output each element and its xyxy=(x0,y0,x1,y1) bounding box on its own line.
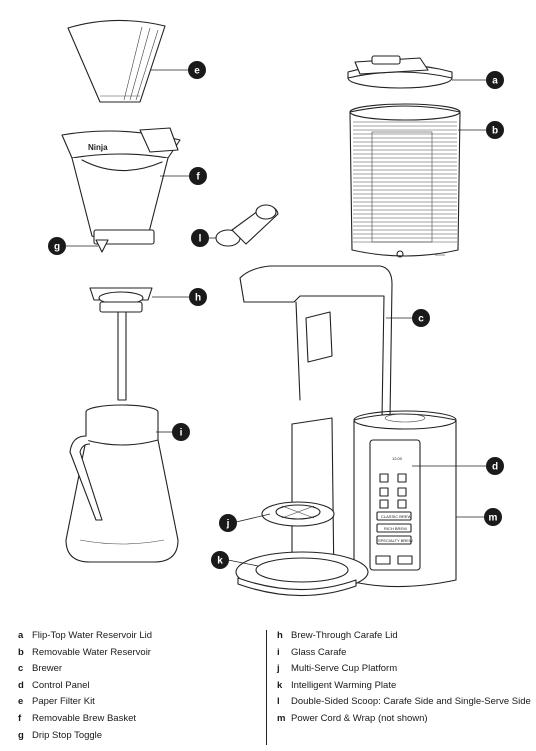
callout-b: b xyxy=(486,121,504,139)
legend-letter: f xyxy=(18,712,22,724)
legend-letter: c xyxy=(18,663,24,675)
legend-label: Intelligent Warming Plate xyxy=(291,679,397,691)
legend-label: Brew-Through Carafe Lid xyxy=(291,630,398,641)
legend-label: Paper Filter Kit xyxy=(32,696,95,708)
water-reservoir-illustration xyxy=(349,103,461,258)
legend-label: Multi-Serve Cup Platform xyxy=(291,663,398,675)
brewer-illustration: 12:00 CLASSIC BREW RICH BREW SPECIALTY B… xyxy=(235,265,457,597)
button-mug[interactable] xyxy=(397,487,407,497)
callout-l: l xyxy=(191,229,209,247)
legend-label: Power Cord & Wrap (not shown) xyxy=(291,712,428,724)
paper-filter-illustration xyxy=(67,19,166,103)
button-ready[interactable] xyxy=(379,473,389,483)
scoop-illustration xyxy=(215,204,279,247)
carafe-lid-illustration xyxy=(89,287,153,401)
legend-letter: l xyxy=(277,696,280,708)
legend-item-c: c Brewer xyxy=(18,661,258,678)
legend-label: Removable Water Reservoir xyxy=(32,646,151,658)
callout-d: d xyxy=(486,457,504,475)
legend-letter: a xyxy=(18,630,24,641)
display-time: 12:00 xyxy=(392,456,403,461)
button-carafe[interactable] xyxy=(397,499,407,509)
callout-j: j xyxy=(219,514,237,532)
legend-item-k: k Intelligent Warming Plate xyxy=(277,678,532,695)
legend-letter: m xyxy=(277,712,286,724)
callout-h: h xyxy=(189,288,207,306)
button-travel[interactable] xyxy=(379,499,389,509)
legend-letter: i xyxy=(277,646,280,658)
legend-letter: e xyxy=(18,696,24,708)
svg-text:f: f xyxy=(196,172,200,183)
legend-item-e: e Paper Filter Kit xyxy=(18,694,258,711)
legend-right-column: h Brew-Through Carafe Lid i Glass Carafe j… xyxy=(277,628,532,728)
svg-text:h: h xyxy=(195,293,201,304)
button-delay[interactable] xyxy=(397,473,407,483)
glass-carafe-illustration xyxy=(65,404,179,563)
callout-a: a xyxy=(486,71,504,89)
svg-text:c: c xyxy=(418,314,424,325)
legend-item-l: l Double-Sided Scoop: Carafe Side and Sin… xyxy=(277,694,532,711)
parts-diagram: Ninja 12:00 xyxy=(48,19,504,597)
legend-item-a: a Flip-Top Water Reservoir Lid xyxy=(18,628,258,645)
callout-c: c xyxy=(412,309,430,327)
legend-item-j: j Multi-Serve Cup Platform xyxy=(277,661,532,678)
svg-text:i: i xyxy=(180,428,183,439)
legend-label: Brewer xyxy=(32,663,63,675)
legend-letter: k xyxy=(277,679,283,691)
svg-text:j: j xyxy=(226,519,230,530)
legend-letter: j xyxy=(277,663,280,675)
callout-m: m xyxy=(484,508,502,526)
svg-text:m: m xyxy=(489,513,498,524)
legend-label: Glass Carafe xyxy=(291,646,347,658)
reservoir-lid-illustration xyxy=(347,55,453,89)
legend-letter: d xyxy=(18,679,24,691)
brew-basket-illustration: Ninja xyxy=(61,127,181,253)
legend-item-b: b Removable Water Reservoir xyxy=(18,645,258,662)
legend-item-d: d Control Panel xyxy=(18,678,258,695)
legend-label: Removable Brew Basket xyxy=(32,712,137,724)
button-classic-brew[interactable] xyxy=(376,511,412,521)
legend-item-g: g Drip Stop Toggle xyxy=(18,728,258,745)
legend-item-h: h Brew-Through Carafe Lid xyxy=(277,628,532,645)
legend-letter: g xyxy=(18,729,24,741)
svg-text:a: a xyxy=(492,76,498,87)
callout-i: i xyxy=(172,423,190,441)
svg-text:k: k xyxy=(217,556,223,567)
ninja-logo: Ninja xyxy=(88,143,108,152)
svg-text:l: l xyxy=(199,234,202,245)
svg-text:d: d xyxy=(492,462,498,473)
legend-divider xyxy=(266,630,267,745)
leader-lines xyxy=(66,69,487,567)
button-rich-brew[interactable] xyxy=(376,523,412,533)
svg-text:g: g xyxy=(54,242,60,253)
button-clean[interactable] xyxy=(397,555,413,565)
legend-label: Control Panel xyxy=(32,679,90,691)
legend-item-f: f Removable Brew Basket xyxy=(18,711,258,728)
svg-text:e: e xyxy=(194,66,200,77)
button-specialty-brew[interactable] xyxy=(376,535,412,545)
legend-label: Double-Sided Scoop: Carafe Side and Sing… xyxy=(291,696,531,708)
button-classic-brew-label: CLASSIC BREW xyxy=(381,514,411,519)
legend-item-i: i Glass Carafe xyxy=(277,645,532,662)
legend-label: Drip Stop Toggle xyxy=(32,729,103,741)
callout-f: f xyxy=(189,167,207,185)
legend-item-m: m Power Cord & Wrap (not shown) xyxy=(277,711,532,728)
button-rich-brew-label: RICH BREW xyxy=(384,526,407,531)
svg-text:b: b xyxy=(492,126,498,137)
button-specialty-brew-label: SPECIALTY BREW xyxy=(378,538,413,543)
legend-letter: b xyxy=(18,646,24,658)
button-power[interactable] xyxy=(375,555,391,565)
callout-e: e xyxy=(188,61,206,79)
button-cup[interactable] xyxy=(379,487,389,497)
callout-g: g xyxy=(48,237,66,255)
legend-label: Flip-Top Water Reservoir Lid xyxy=(32,630,153,641)
callout-k: k xyxy=(211,551,229,569)
legend-letter: h xyxy=(277,630,283,641)
